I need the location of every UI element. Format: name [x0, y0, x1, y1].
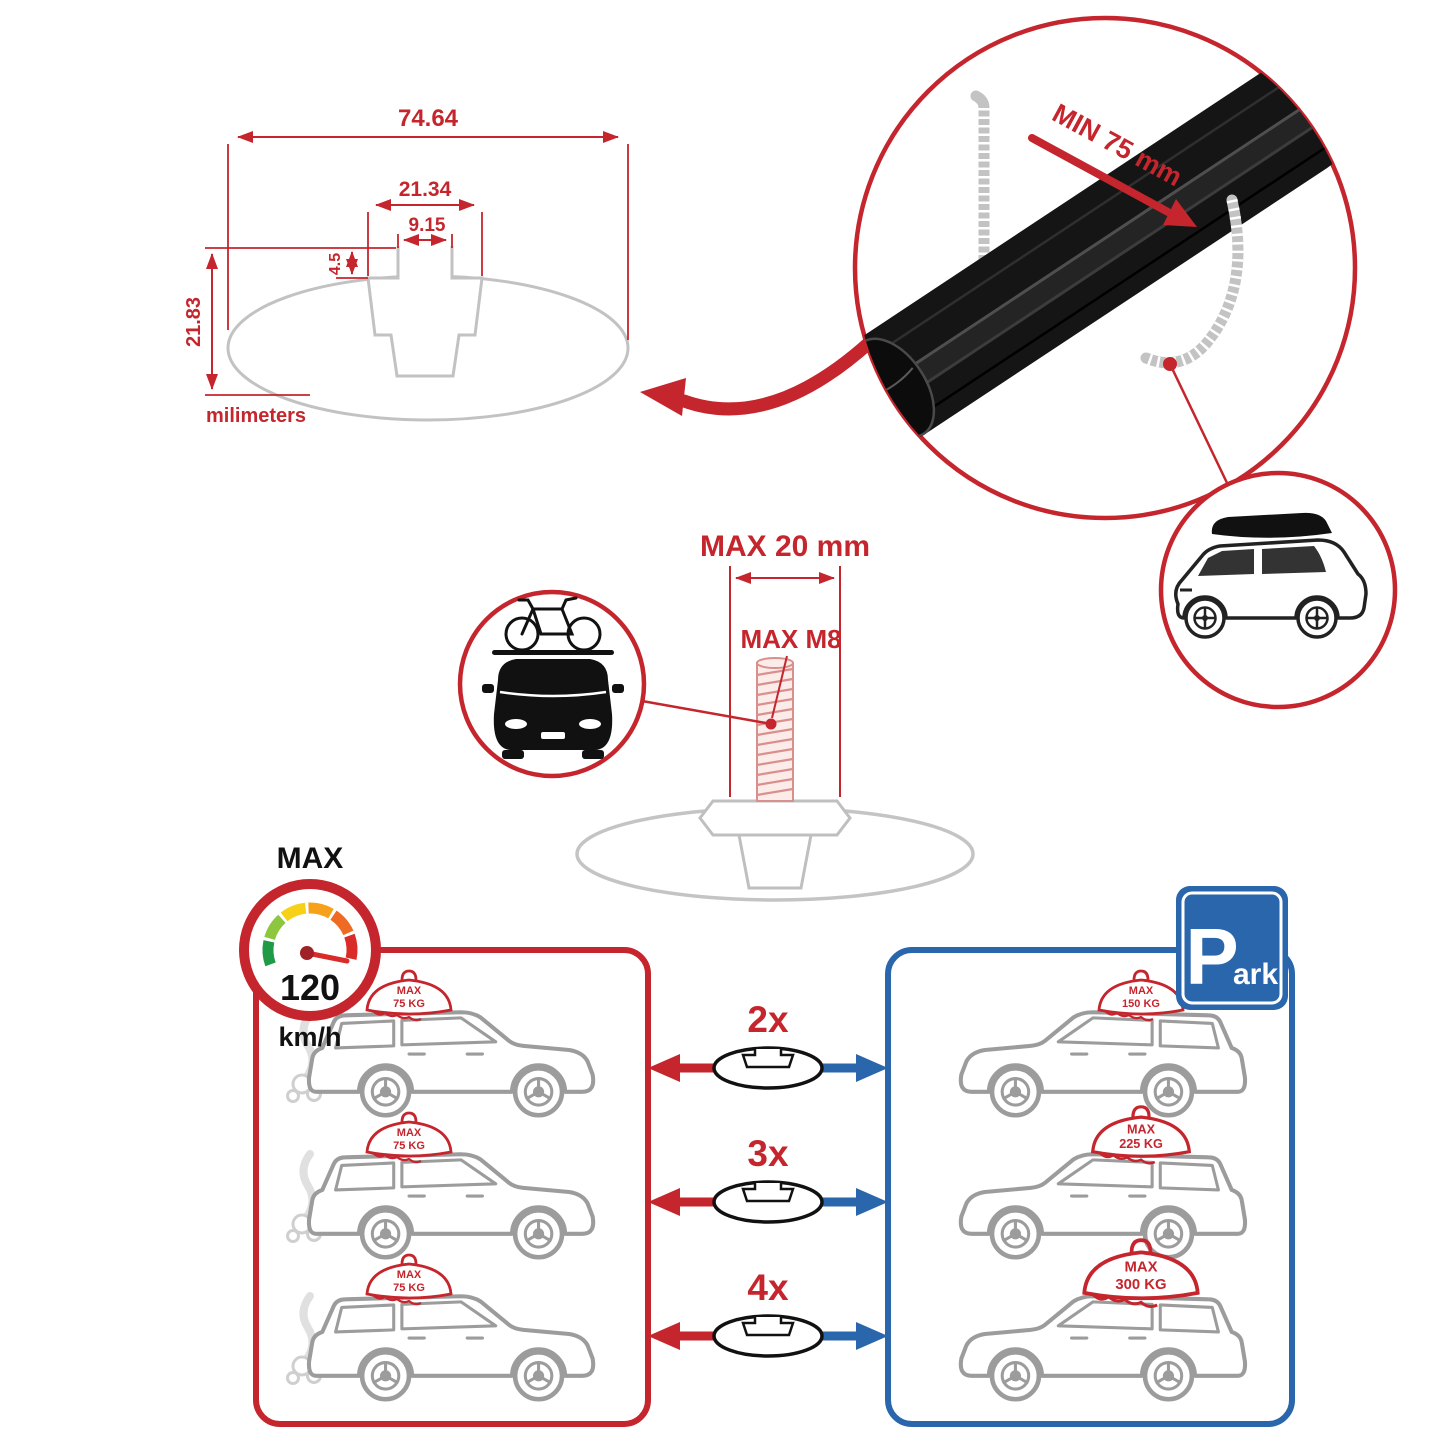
- dim-channel-width: 21.34: [399, 178, 452, 201]
- callout-arrow-head: [640, 378, 686, 416]
- parked-car-row: MAX 300 KG: [961, 1238, 1245, 1399]
- speedometer-gauge-icon: [262, 902, 358, 967]
- gauge-needle-hub: [300, 946, 314, 960]
- bolt-illustration: [756, 657, 794, 802]
- speed-unit: km/h: [278, 1022, 341, 1052]
- crossbar-profile-icon: [712, 1180, 824, 1224]
- crossbar-profile-icon: [712, 1046, 824, 1090]
- right-arrow-icon: [856, 1188, 888, 1216]
- multiplier-row: 2x: [648, 999, 888, 1090]
- profile-dimension-diagram: 74.64 21.34 9.15 4.5 21.83 milimeters: [183, 105, 630, 427]
- roof-cargo: MAX 75 KG: [365, 1111, 453, 1164]
- cargo-max-label: MAX: [397, 985, 422, 997]
- clamp-leader-line: [1168, 363, 1230, 486]
- crossbar-assembly: [855, 62, 1355, 462]
- left-arrow-icon: [648, 1322, 680, 1350]
- suv-with-roofbox-icon: [1174, 512, 1368, 639]
- callout-arrow-shaft: [677, 335, 877, 416]
- t-nut-stem: [737, 833, 813, 890]
- crossbar-detail-circle: MIN 75 mm: [852, 15, 1358, 521]
- thread-leader-line: [771, 655, 788, 719]
- min-clearance-arrow-shaft: [1028, 134, 1172, 216]
- cargo-max-label: MAX: [397, 1269, 422, 1281]
- cargo-weight: 75 KG: [393, 1140, 425, 1152]
- max-bolt-length-label: MAX 20 mm: [700, 530, 870, 563]
- min-clearance-arrow-head: [1163, 199, 1197, 227]
- multiplier-label: 2x: [747, 999, 789, 1040]
- speed-limit-gauge: MAX 120 km/h: [239, 842, 381, 1052]
- roof-cargo: MAX 225 KG: [1091, 1105, 1191, 1165]
- clamp-rod-rear: [970, 90, 990, 284]
- crossbar: [855, 62, 1355, 462]
- multiplier-row: 3x: [648, 1133, 888, 1224]
- t-slot-channel-outline: [366, 246, 484, 378]
- cargo-weight: 150 KG: [1122, 998, 1160, 1010]
- parking-panel-cars: MAX 150 KG MAX 225 KG MAX 300 KG: [961, 969, 1245, 1399]
- roof-cargo: MAX 75 KG: [365, 969, 453, 1022]
- cargo-max-label: MAX: [1125, 1259, 1158, 1275]
- driving-car-row: MAX 75 KG: [288, 1111, 594, 1257]
- cargo-max-label: MAX: [1127, 1122, 1156, 1136]
- crossbar-profile-icon: [712, 1314, 824, 1358]
- car-with-bike-icon: [482, 596, 624, 759]
- max-thread-label: MAX M8: [740, 624, 841, 654]
- dim-slot-width: 9.15: [409, 215, 446, 236]
- roofbox-suv-circle: [1158, 470, 1398, 710]
- dim-total-width: 74.64: [398, 105, 459, 132]
- right-arrow-icon: [856, 1054, 888, 1082]
- t-nut-plate: [698, 799, 852, 837]
- bolt-diagram: MAX 20 mm MAX M8: [575, 530, 975, 902]
- speed-value: 120: [280, 967, 340, 1008]
- thread-pointer-dot: [765, 718, 777, 730]
- multiplier-rows: 2x 3x 4x: [648, 999, 888, 1358]
- multiplier-label: 4x: [747, 1267, 789, 1308]
- driving-car-row: MAX 75 KG: [288, 969, 594, 1115]
- left-arrow-icon: [648, 1188, 680, 1216]
- speed-max-label: MAX: [277, 842, 344, 875]
- bike-car-circle: [457, 589, 767, 779]
- park-sign: P ark: [1176, 886, 1288, 1010]
- cargo-max-label: MAX: [397, 1127, 422, 1139]
- park-sign-border: [1181, 891, 1283, 1005]
- cargo-weight: 75 KG: [393, 998, 425, 1010]
- driving-panel-cars: MAX 75 KG MAX 75 KG MAX 75 KG: [288, 969, 594, 1399]
- cargo-max-label: MAX: [1129, 985, 1154, 997]
- cargo-weight: 225 KG: [1119, 1137, 1163, 1151]
- cargo-weight: 75 KG: [393, 1282, 425, 1294]
- roof-bar-icon: [492, 650, 614, 655]
- park-sign-text: ark: [1233, 958, 1278, 991]
- roof-cargo: MAX 150 KG: [1097, 969, 1185, 1022]
- multiplier-row: 4x: [648, 1267, 888, 1358]
- driving-car-row: MAX 75 KG: [288, 1253, 594, 1399]
- callout-arrow: [640, 335, 877, 416]
- parked-car-row: MAX 150 KG: [961, 969, 1245, 1115]
- dim-slot-depth: 4.5: [327, 253, 344, 275]
- cargo-weight: 300 KG: [1115, 1277, 1166, 1293]
- bike-circle-leader-line: [641, 699, 767, 725]
- roofbox-icon: [1211, 512, 1332, 538]
- dim-total-height: 21.83: [183, 297, 205, 347]
- roof-cargo: MAX 75 KG: [365, 1253, 453, 1306]
- left-arrow-icon: [648, 1054, 680, 1082]
- parked-car-row: MAX 225 KG: [961, 1105, 1245, 1257]
- multiplier-label: 3x: [747, 1133, 789, 1174]
- unit-label: milimeters: [206, 405, 306, 427]
- roof-cargo: MAX 300 KG: [1082, 1238, 1200, 1309]
- right-arrow-icon: [856, 1322, 888, 1350]
- park-sign-board: [1176, 886, 1288, 1010]
- park-sign-letter: P: [1185, 912, 1238, 1001]
